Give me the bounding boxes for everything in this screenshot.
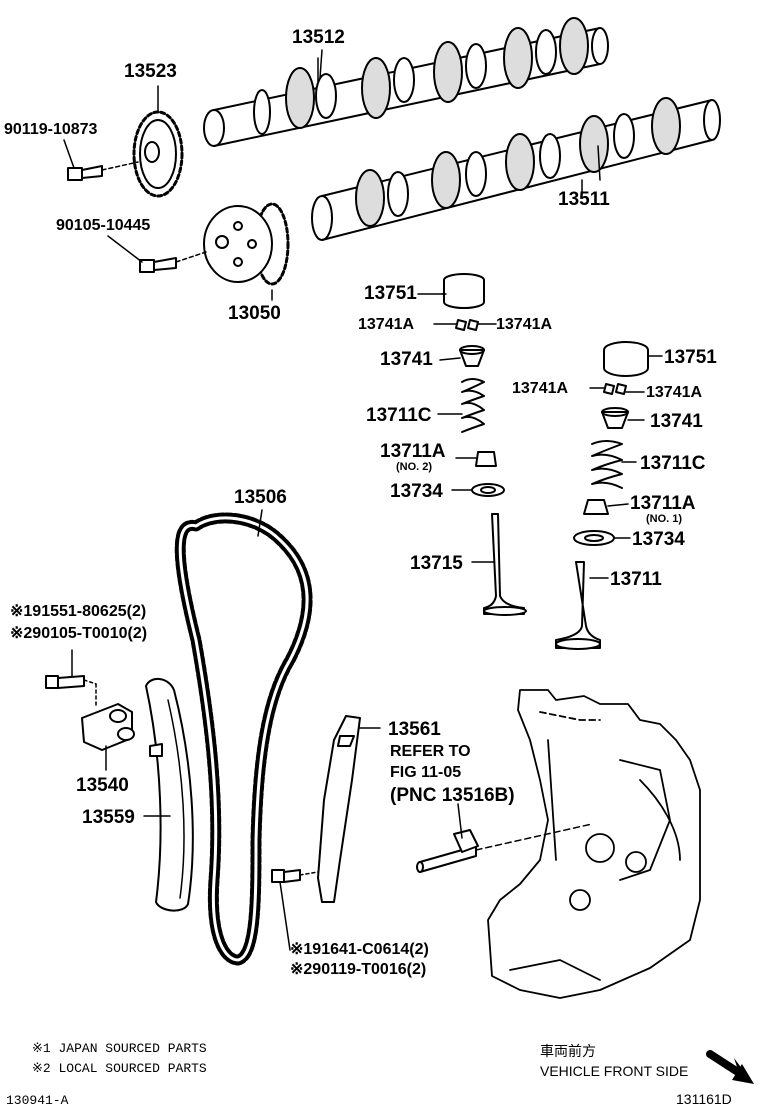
label-bolt-90105-10445[interactable]: 90105-10445: [56, 217, 151, 234]
label-spring-right-13711c[interactable]: 13711C: [640, 453, 706, 474]
vehicle-front-arrow-icon: [706, 1050, 754, 1084]
label-bolt-tensioner-1[interactable]: ※191551-80625(2): [10, 603, 147, 620]
label-refer-pnc-13516b[interactable]: (PNC 13516B): [390, 785, 515, 806]
label-spring-left-13711c[interactable]: 13711C: [366, 405, 432, 426]
label-vvt-gear-13050[interactable]: 13050: [228, 303, 281, 324]
valve-stack-left-drawing: [441, 273, 527, 616]
label-bolt-damper-2[interactable]: ※290119-T0016(2): [290, 961, 427, 978]
label-bolt-90119-10873[interactable]: 90119-10873: [4, 121, 98, 138]
label-lifter-right-13751[interactable]: 13751: [664, 347, 717, 368]
figure-code: 130941-A: [6, 1093, 69, 1108]
tensioner-13540-drawing: [45, 649, 135, 771]
label-seat-left-no2: (NO. 2): [396, 461, 433, 473]
cam-sprocket-13523-drawing: [132, 85, 184, 198]
label-camshaft-13512[interactable]: 13512: [292, 27, 345, 48]
label-keeper-right-b[interactable]: 13741A: [646, 384, 703, 401]
label-retainer-right-13741[interactable]: 13741: [650, 411, 703, 432]
vehicle-front-jp: 車両前方: [540, 1043, 596, 1059]
note-japan-sourced: ※1 JAPAN SOURCED PARTS: [32, 1041, 207, 1056]
label-refer-line1: REFER TO: [390, 743, 471, 760]
label-camshaft-13511[interactable]: 13511: [558, 189, 610, 210]
label-lifter-left-13751[interactable]: 13751: [364, 283, 417, 304]
label-damper-13561[interactable]: 13561: [388, 719, 441, 740]
camshaft-13512-drawing: [203, 17, 609, 147]
label-seat-right-13711a[interactable]: 13711A: [630, 493, 696, 514]
label-tensioner-13540[interactable]: 13540: [76, 775, 129, 796]
label-valve-left-13715[interactable]: 13715: [410, 553, 463, 574]
label-seat-left-13711a[interactable]: 13711A: [380, 441, 446, 462]
drawing-code: 131161D: [676, 1091, 732, 1107]
chain-damper-13561-drawing: [271, 715, 381, 951]
vehicle-front-en: VEHICLE FRONT SIDE: [540, 1063, 689, 1079]
valve-stack-right-drawing: [555, 341, 649, 650]
label-seat-right-no1: (NO. 1): [646, 513, 683, 525]
label-keeper-right-a[interactable]: 13741A: [512, 380, 569, 397]
note-local-sourced: ※2 LOCAL SOURCED PARTS: [32, 1061, 207, 1076]
vvt-gear-13050-drawing: [203, 202, 290, 301]
label-chain-13506[interactable]: 13506: [234, 487, 287, 508]
label-washer-left-13734[interactable]: 13734: [390, 481, 443, 502]
camshaft-13511-drawing: [311, 97, 721, 241]
label-bolt-damper-1[interactable]: ※191641-C0614(2): [290, 941, 429, 958]
label-sprocket-13523[interactable]: 13523: [124, 61, 177, 82]
leader-lines: [257, 49, 663, 579]
bolt-90119-10873-drawing: [63, 139, 139, 181]
chain-slipper-13559-drawing: [143, 678, 194, 912]
label-keeper-left-a[interactable]: 13741A: [358, 316, 415, 333]
label-keeper-left-b[interactable]: 13741A: [496, 316, 553, 333]
bolt-90105-10445-drawing: [107, 235, 207, 273]
timing-chain-13506-drawing: [174, 512, 313, 966]
label-retainer-left-13741[interactable]: 13741: [380, 349, 433, 370]
oil-jet-13516b-drawing: [416, 803, 593, 873]
label-washer-right-13734[interactable]: 13734: [632, 529, 685, 550]
engine-block-drawing: [487, 689, 701, 999]
label-slipper-13559[interactable]: 13559: [82, 807, 135, 828]
label-bolt-tensioner-2[interactable]: ※290105-T0010(2): [10, 625, 148, 642]
label-refer-line2: FIG 11-05: [390, 764, 462, 781]
label-valve-right-13711[interactable]: 13711: [610, 569, 662, 590]
